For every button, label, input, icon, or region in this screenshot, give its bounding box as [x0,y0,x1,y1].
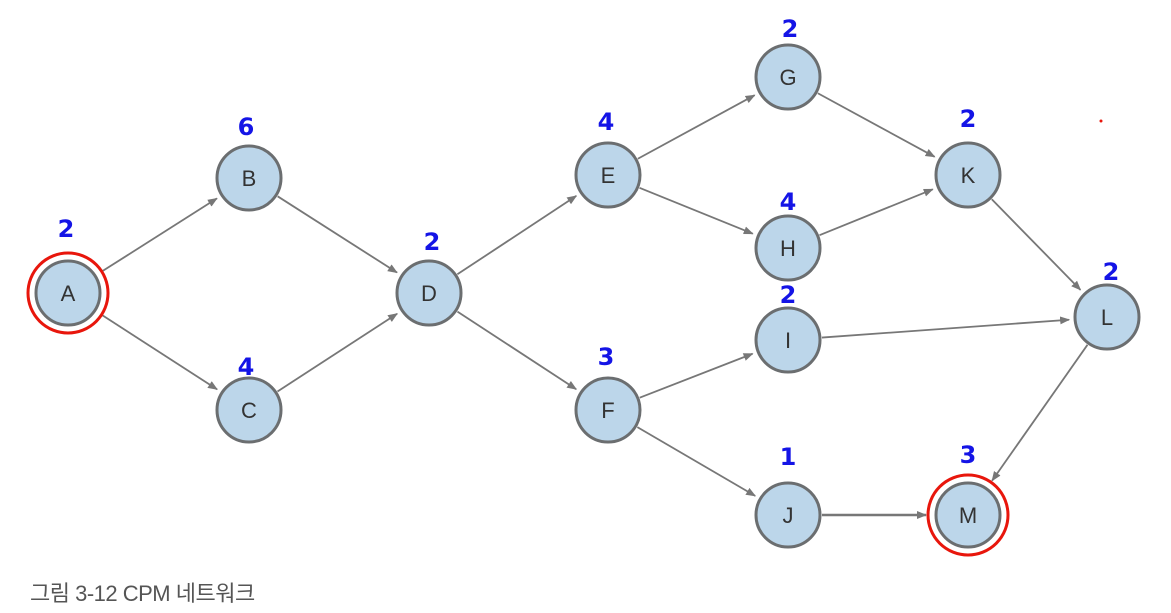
stray-red-dot [1099,119,1103,123]
node-circle [215,376,283,444]
node-label: B [242,166,257,191]
duration-label: 6 [238,113,255,141]
edge-D-F [456,310,578,390]
node-circle [754,43,822,111]
edge-A-B [101,197,218,273]
node-circle [754,481,822,549]
node-circle [1073,283,1141,351]
node-H: H4 [754,188,822,282]
duration-label: 1 [780,443,797,471]
node-circle [574,376,642,444]
node-B: B6 [215,113,283,212]
edge-F-J [636,426,757,497]
duration-label: 3 [598,343,615,371]
node-circle [215,144,283,212]
duration-label: 3 [960,441,977,469]
edge-H-K [819,188,934,237]
node-F: F3 [574,343,642,444]
node-M: M3 [926,441,1010,557]
node-label: I [785,328,791,353]
duration-label: 2 [58,215,75,243]
figure-caption: 그림 3-12 CPM 네트워크 [30,581,255,606]
critical-highlight-circle [926,473,1010,557]
node-label: H [780,236,796,261]
duration-label: 4 [598,108,615,136]
edge-D-E [456,195,578,276]
duration-label: 2 [1103,258,1120,286]
critical-highlight-circle [26,251,110,335]
node-C: C4 [215,353,283,444]
duration-label: 4 [238,353,255,381]
node-label: D [421,281,437,306]
node-label: J [783,503,794,528]
node-I: I2 [754,281,822,374]
node-circle [395,259,463,327]
node-G: G2 [754,15,822,111]
node-A: A2 [26,215,110,335]
node-circle [934,481,1002,549]
duration-label: 4 [780,188,797,216]
node-circle [574,141,642,209]
duration-label: 2 [780,281,797,309]
node-label: K [961,163,976,188]
node-E: E4 [574,108,642,209]
edge-L-M [991,344,1089,482]
edge-I-L [821,316,1071,339]
node-circle [754,306,822,374]
node-label: F [601,398,614,423]
duration-label: 2 [960,105,977,133]
node-label: E [601,163,616,188]
node-circle [754,214,822,282]
node-label: G [779,65,796,90]
edge-K-L [991,198,1082,291]
node-label: M [959,503,977,528]
node-circle [34,259,102,327]
edge-C-D [277,312,398,393]
edge-G-K [817,92,936,158]
edge-B-D [277,195,398,274]
node-label: A [61,281,76,306]
node-circle [934,141,1002,209]
node-D: D2 [395,228,463,327]
duration-label: 2 [782,15,799,43]
edge-F-I [639,352,754,399]
edge-A-C [101,313,218,391]
node-J: J1 [754,443,822,549]
node-K: K2 [934,105,1002,209]
duration-label: 2 [424,228,441,256]
edge-E-G [637,94,756,160]
node-label: L [1101,305,1113,330]
node-L: L2 [1073,258,1141,351]
edge-E-H [639,186,754,235]
node-label: C [241,398,257,423]
